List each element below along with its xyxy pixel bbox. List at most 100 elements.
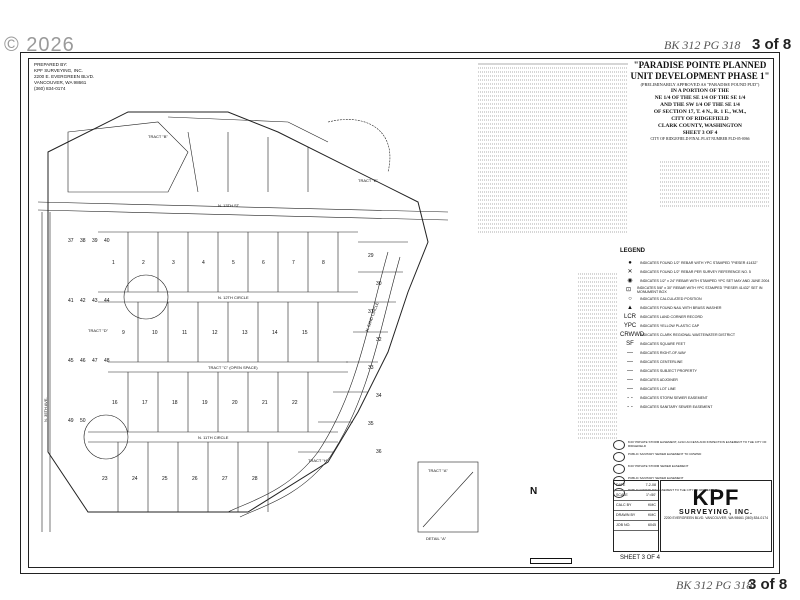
legend-symbol: — xyxy=(627,349,633,356)
legend-symbol: ◉ xyxy=(627,277,633,284)
legend-text: INDICATES FOUND 1/2" REBAR WITH YPC STAM… xyxy=(640,260,758,265)
sheet-count-top: 3 of 8 xyxy=(752,36,792,53)
lot-number: 16 xyxy=(112,400,118,406)
note-symbol-icon xyxy=(613,464,625,474)
lot-number: 12 xyxy=(212,330,218,336)
lot-number: 29 xyxy=(368,253,374,259)
legend-symbol: ▲ xyxy=(627,304,633,311)
title-line-1: IN A PORTION OF THE xyxy=(670,88,730,94)
sheet-number: SHEET 3 OF 4 xyxy=(620,555,660,561)
info-label: DRAWN BY xyxy=(616,513,636,517)
lot-number: 31 xyxy=(368,309,374,315)
info-label: JOB NO. xyxy=(616,523,631,527)
lot-number: 40 xyxy=(104,238,110,244)
lot-number: 30 xyxy=(376,281,382,287)
lot-number: 10 xyxy=(152,330,158,336)
lot-number: 9 xyxy=(122,330,125,336)
legend-item: ●INDICATES FOUND 1/2" REBAR WITH YPC STA… xyxy=(620,258,770,267)
legend-text: INDICATES 5/8" x 30" REBAR WITH YPC STAM… xyxy=(637,285,763,294)
tract-a-label: TRACT "A" xyxy=(428,468,448,473)
note-text: PUBLIC WATERLINE EASEMENT TO THE CITY OF… xyxy=(628,488,718,492)
lot-number: 34 xyxy=(376,393,382,399)
legend-text: INDICATES SANITARY SEWER EASEMENT xyxy=(640,404,713,409)
legend-symbol: - - xyxy=(627,394,633,401)
title-block: "PARADISE POINTE PLANNED UNIT DEVELOPMEN… xyxy=(630,60,770,142)
legend-item: ○INDICATES CALCULATED POSITION xyxy=(620,294,770,303)
easement-notes: 8.00' PRIVATE STORM EASEMENT, ALSO ACCES… xyxy=(613,440,771,500)
legend-symbol: LCR xyxy=(623,313,636,320)
lot-number: 32 xyxy=(376,337,382,343)
lot-number: 43 xyxy=(92,298,98,304)
north-arrow-icon: N xyxy=(530,486,538,497)
legend-text: INDICATES RIGHT-OF-WAY xyxy=(640,350,687,355)
lot-number: 1 xyxy=(112,260,115,266)
lot-number: 37 xyxy=(68,238,74,244)
prepared-label: PREPARED BY: xyxy=(34,62,68,67)
info-value: 1"=50' xyxy=(645,493,656,497)
info-label: DATE xyxy=(616,483,626,487)
sheet-border xyxy=(20,52,780,574)
street-label-52nd: N. 52ND CIRCLE xyxy=(364,301,379,332)
lot-number: 23 xyxy=(102,476,108,482)
legend-title: LEGEND xyxy=(620,248,646,254)
lot-number: 27 xyxy=(222,476,228,482)
note-text: 8.00' PRIVATE STORM SEWER EASEMENT xyxy=(628,464,689,468)
line-table xyxy=(660,161,770,207)
legend-text: INDICATES ADJOINER xyxy=(640,377,678,382)
kpf-logo: KPF xyxy=(692,485,740,510)
avenue-label: N. 35TH AVE. xyxy=(43,397,48,422)
curve-table-2 xyxy=(578,273,618,439)
street-label-13th: N. 13TH ST. xyxy=(218,203,240,208)
legend-symbol: — xyxy=(627,367,633,374)
lot-number: 33 xyxy=(368,365,374,371)
lot-number: 24 xyxy=(132,476,138,482)
legend-text: INDICATES SQUARE FEET xyxy=(640,341,686,346)
legend-item: — INDICATES RIGHT-OF-WAY xyxy=(620,348,770,357)
legend-item: ▲ INDICATES FOUND NAIL WITH BRASS WASHER xyxy=(620,303,770,312)
watermark: © 2026 xyxy=(4,34,75,56)
note-symbol-icon xyxy=(613,440,625,450)
plat-subtitle: (PRELIMINARILY APPROVED AS "PARADISE POU… xyxy=(640,82,760,87)
legend-symbol: SF xyxy=(626,340,634,347)
legend-item: ⊡INDICATES 5/8" x 30" REBAR WITH YPC STA… xyxy=(620,285,770,294)
sheet-current: 3 xyxy=(641,555,645,561)
prepared-company: KPF SURVEYING, INC. xyxy=(34,68,83,73)
legend-text: INDICATES SUBJECT PROPERTY xyxy=(640,368,697,373)
tract-c-label: TRACT "C" (OPEN SPACE) xyxy=(208,365,258,370)
lot-number: 45 xyxy=(68,358,74,364)
lot-number: 28 xyxy=(252,476,258,482)
note-text: PUBLIC SANITARY SEWER EASEMENT TO CRWWD xyxy=(628,452,702,456)
lot-number: 21 xyxy=(262,400,268,406)
plat-title: "PARADISE POINTE PLANNED UNIT DEVELOPMEN… xyxy=(630,60,770,81)
info-value: 7-2-08 xyxy=(645,483,656,487)
title-line-8: CITY OF RIDGEFIELD FINAL PLAT NUMBER PLD… xyxy=(650,137,750,141)
kpf-address: 2200 EVERGREEN BLVD. VANCOUVER, WA 98661… xyxy=(664,516,768,520)
legend-item: ◉INDICATES 1/2" x 24" REBAR WITH STAMPED… xyxy=(620,276,770,285)
lot-number: 6 xyxy=(262,260,265,266)
scale-bar xyxy=(530,558,572,564)
lot-number: 36 xyxy=(376,449,382,455)
book-page-stamp-bottom: BK 312 PG 318 xyxy=(676,578,753,592)
legend-item: - -INDICATES SANITARY SEWER EASEMENT xyxy=(620,402,770,411)
lot-number: 3 xyxy=(172,260,175,266)
title-line-6: CLARK COUNTY, WASHINGTON xyxy=(658,123,742,129)
info-value: 6045 xyxy=(648,523,656,527)
legend-text: INDICATES FOUND NAIL WITH BRASS WASHER xyxy=(640,305,722,310)
lot-number: 11 xyxy=(182,330,187,336)
lot-number: 5 xyxy=(232,260,235,266)
lot-number: 8 xyxy=(322,260,325,266)
lot-number: 50 xyxy=(80,418,86,424)
prepared-phone: (360) 834-0174 xyxy=(34,86,66,91)
legend-item: —INDICATES LOT LINE xyxy=(620,384,770,393)
legend-text: INDICATES CLARK REGIONAL WASTEWATER DIST… xyxy=(640,332,736,337)
lot-number: 35 xyxy=(368,421,374,427)
kpf-company-name: SURVEYING, INC. xyxy=(679,509,753,516)
kpf-block: KPF SURVEYING, INC. 2200 EVERGREEN BLVD.… xyxy=(660,480,772,552)
lot-number: 22 xyxy=(292,400,298,406)
lot-number: 46 xyxy=(80,358,86,364)
lot-number: 25 xyxy=(162,476,168,482)
lot-number: 39 xyxy=(92,238,98,244)
info-value: KMC xyxy=(648,513,656,517)
inner-border xyxy=(28,58,774,568)
